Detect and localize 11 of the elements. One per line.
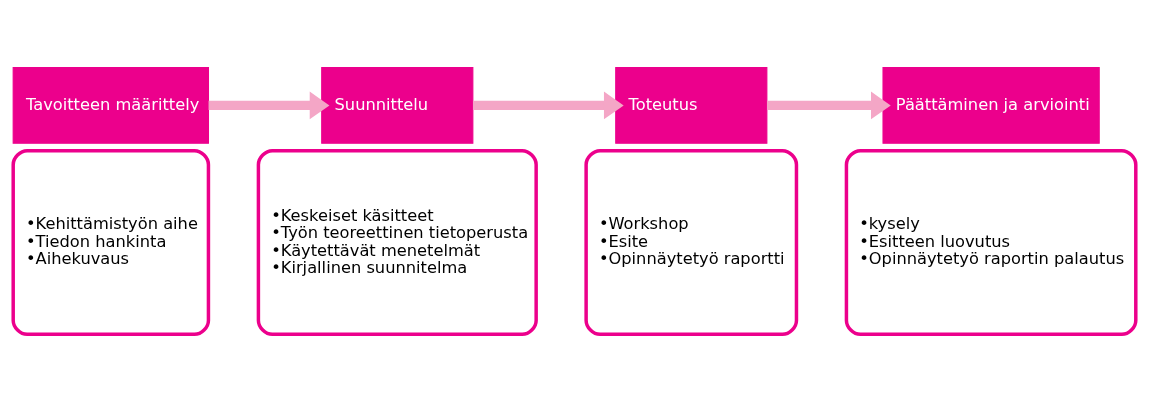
node-box: Päättäminen ja arviointi bbox=[882, 66, 1100, 144]
node-box: •kysely •Esitteen luovutus •Opinnäytetyö raportin palautus bbox=[844, 148, 1138, 336]
arrow bbox=[767, 91, 891, 119]
node-box: Suunnittelu bbox=[321, 66, 474, 144]
node-box: •Workshop •Esite •Opinnäytetyö raportti bbox=[584, 148, 799, 336]
arrow bbox=[208, 91, 330, 119]
arrow bbox=[473, 91, 624, 119]
node-box: Tavoitteen määrittely bbox=[12, 66, 209, 144]
node-box: Toteutus bbox=[615, 66, 768, 144]
node-box: •Kehittämistyön aihe •Tiedon hankinta •Aihekuvaus bbox=[11, 148, 211, 336]
node-box: •Keskeiset käsitteet •Työn teoreettinen tietoperusta •Käytettävät menetelmät •Kirjallinen suunnitelma bbox=[256, 148, 538, 336]
